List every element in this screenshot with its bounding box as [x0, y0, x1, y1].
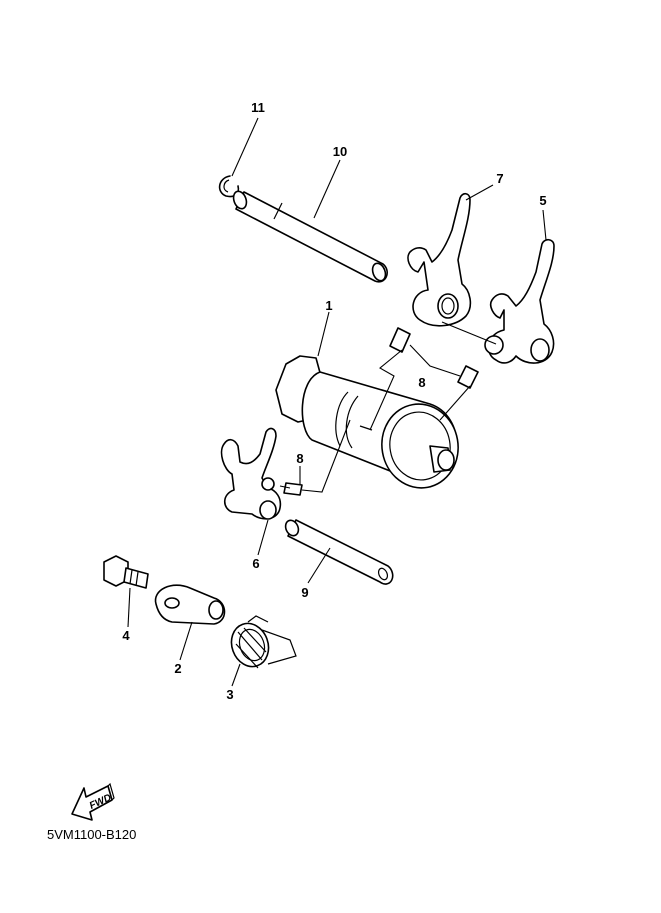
shift-fork-shaft-part: [232, 190, 388, 283]
short-shaft-part: [284, 519, 394, 585]
shift-fork-5-part: [484, 238, 555, 364]
stopper-lever-part: [154, 584, 226, 625]
callout-11: 11: [251, 100, 265, 115]
callout-6: 6: [252, 556, 259, 571]
callout-9: 9: [301, 585, 308, 600]
bolt-part: [103, 555, 149, 589]
diagram-code: 5VM1100-B120: [47, 827, 137, 842]
callout-1: 1: [325, 298, 332, 313]
callout-8-upper: 8: [418, 375, 425, 390]
callout-4: 4: [122, 628, 130, 643]
callout-5: 5: [539, 193, 546, 208]
guide-pin-parts: [283, 327, 479, 496]
leader-lines: [127, 117, 547, 687]
shift-cam-part: [275, 355, 459, 489]
fwd-arrow-icon: FWD: [71, 782, 115, 821]
callout-10: 10: [333, 144, 347, 159]
callout-7: 7: [496, 171, 503, 186]
shift-fork-7-part: [407, 192, 472, 327]
callout-3: 3: [226, 687, 233, 702]
shift-fork-6-part: [220, 427, 282, 520]
callout-8-lower: 8: [296, 451, 303, 466]
torsion-spring-part: [230, 615, 297, 669]
callout-2: 2: [174, 661, 181, 676]
